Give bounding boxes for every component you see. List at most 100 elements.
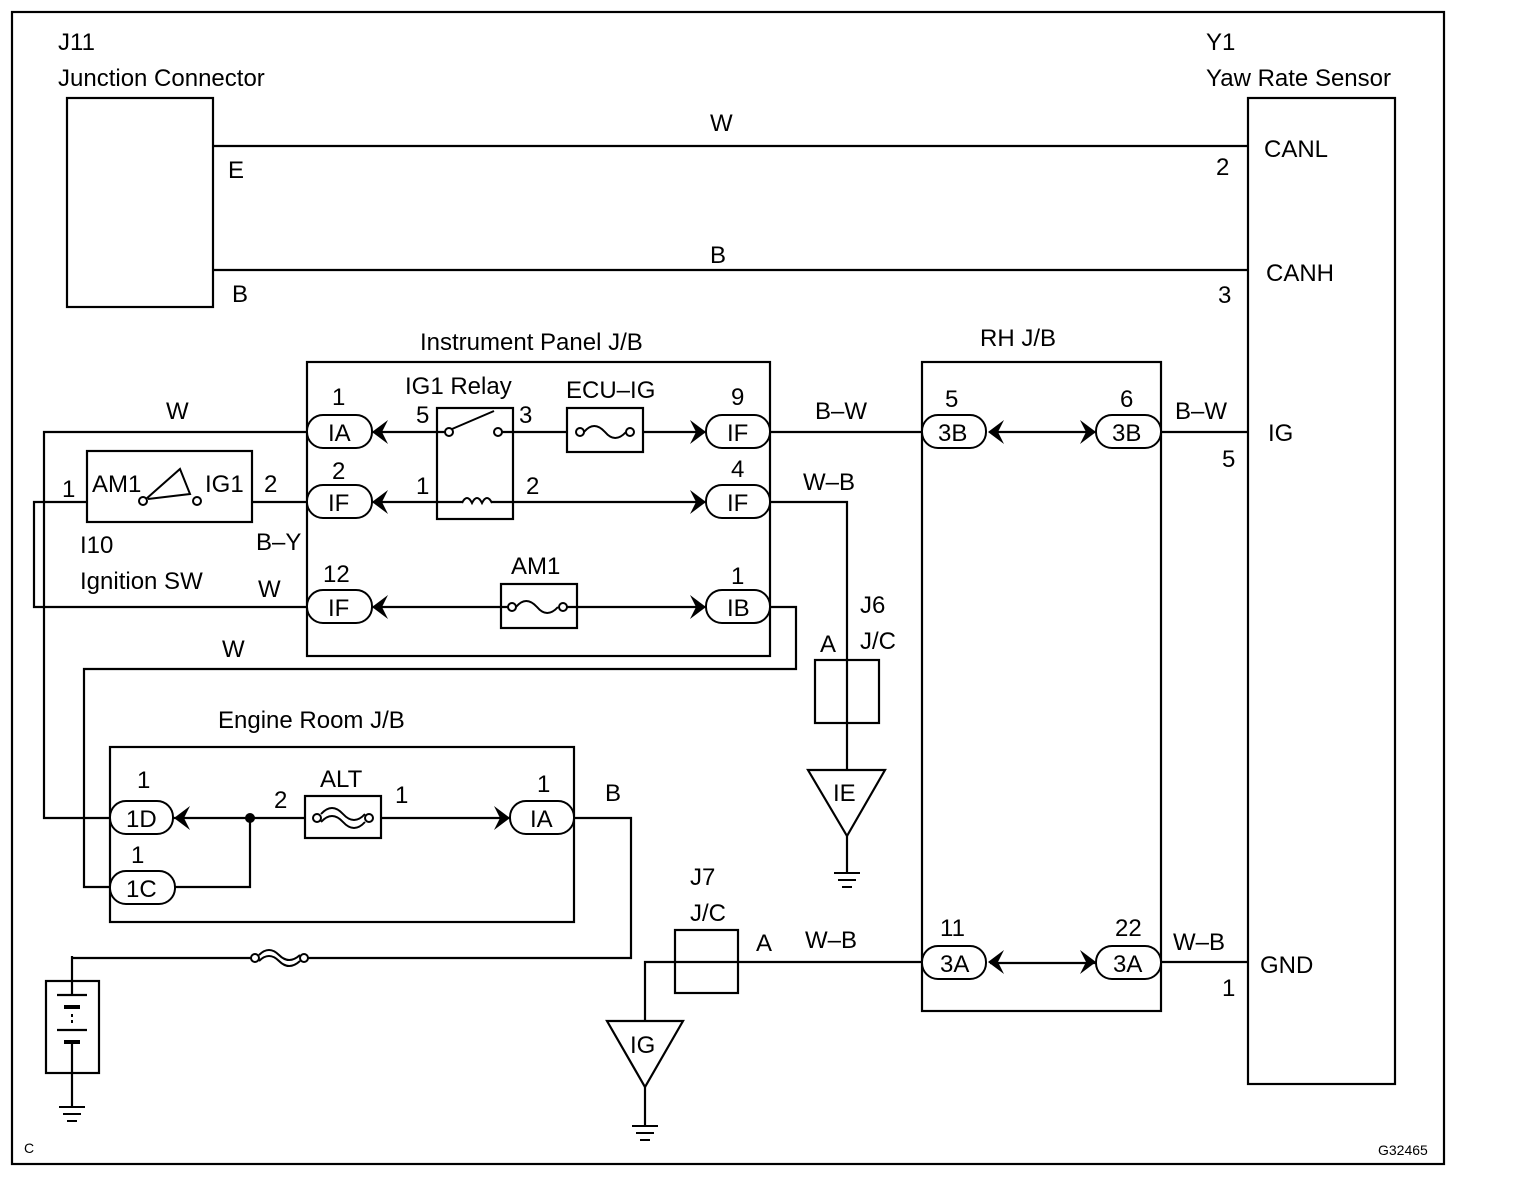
connector-ia-1-engine-room: IA 1	[494, 771, 575, 835]
ecu-ig-fuse-icon	[575, 425, 635, 439]
connector-code: 3A	[940, 951, 969, 978]
connector-code: IF	[727, 420, 748, 447]
ground-ig: IG	[605, 1019, 685, 1141]
relay-switch-contact	[444, 410, 503, 437]
engine-room-jb: Engine Room J/B ALT 2 1	[108, 707, 576, 924]
rh-jb: RH J/B	[920, 325, 1163, 1013]
ignition-pin-2: 2	[264, 471, 277, 498]
alt-fuse-icon	[312, 807, 374, 829]
connector-if-4: IF 4	[690, 456, 771, 519]
j7-id: J7	[690, 864, 715, 891]
ignition-am1-label: AM1	[92, 471, 141, 498]
rh-ig-wire-color: B–W	[1175, 398, 1227, 425]
ignition-id: I10	[80, 532, 113, 559]
canl-wire-color: W	[710, 110, 733, 137]
j6-id: J6	[860, 592, 885, 619]
connector-3b-5: 3B 5	[921, 386, 1004, 449]
ipjb-body	[305, 360, 772, 658]
connector-code: 3B	[1112, 420, 1141, 447]
erjb-title: Engine Room J/B	[218, 707, 405, 734]
connector-pin: 1	[137, 767, 150, 794]
connector-pin: 22	[1115, 915, 1142, 942]
connector-pin: 5	[945, 386, 958, 413]
ig1-relay-label: IG1 Relay	[405, 373, 512, 400]
j11-pin-b: B	[232, 281, 248, 308]
connector-1d-1: 1D 1	[109, 767, 190, 835]
gnd-wire-color: W–B	[1173, 929, 1225, 956]
connector-pin: 11	[940, 915, 965, 942]
ipjb-title: Instrument Panel J/B	[420, 329, 643, 356]
j6-junction: J6 J/C A	[813, 592, 896, 725]
y1-id: Y1	[1206, 29, 1235, 56]
junction-dot	[245, 813, 255, 823]
ignition-switch-contact-icon	[138, 467, 202, 506]
y1-ig-pin: 5	[1222, 446, 1235, 473]
connector-code: 1C	[126, 876, 157, 903]
y1-canl-label: CANL	[1264, 136, 1328, 163]
connector-pin: 2	[332, 458, 345, 485]
connector-group: IA 1 IF 2 IF 12 IF 9 IF 4	[109, 384, 1162, 980]
relay-pin-2: 2	[526, 473, 539, 500]
connector-code: 3A	[1113, 951, 1142, 978]
corner-mark: C	[24, 1140, 34, 1156]
battery	[44, 956, 101, 1122]
ignition-pin-1: 1	[62, 476, 75, 503]
connector-3b-6: 3B 6	[1080, 386, 1162, 449]
j11-body	[65, 96, 215, 309]
fl-main-fusible-link	[250, 949, 309, 967]
j7-name: J/C	[690, 900, 726, 927]
connector-code: IB	[727, 595, 750, 622]
ecu-ig-fuse-box	[565, 406, 645, 454]
rhjb-body	[920, 360, 1163, 1013]
alt-pin-2: 2	[274, 787, 287, 814]
ground-ie-icon	[834, 872, 860, 888]
if4-wire-color: W–B	[803, 469, 855, 496]
connector-pin: 4	[731, 456, 744, 483]
connector-pin: 9	[731, 384, 744, 411]
connector-code: IF	[727, 490, 748, 517]
connector-pin: 1	[731, 563, 744, 590]
j6-name: J/C	[860, 628, 896, 655]
connector-code: IA	[530, 806, 553, 833]
connector-if-9: IF 9	[690, 384, 771, 449]
connector-pin: 1	[131, 842, 144, 869]
y1-ig-label: IG	[1268, 420, 1293, 447]
ignition-switch-box	[85, 449, 254, 524]
if2-wire-color: B–Y	[256, 529, 301, 556]
battery-icon	[57, 956, 87, 1122]
connector-pin: 1	[332, 384, 345, 411]
j7-junction: J7 J/C A	[673, 864, 772, 995]
ib-wire-color: W	[222, 636, 245, 663]
connector-3a-22: 3A 22	[1080, 915, 1162, 980]
j11-name: Junction Connector	[58, 65, 265, 92]
connector-pin: 1	[537, 771, 550, 798]
am1-fuse-icon	[507, 600, 568, 614]
y1-yaw-rate-sensor: Y1 Yaw Rate Sensor CANL 2 CANH 3 IG 5 GN…	[1206, 29, 1397, 1086]
figure-code: G32465	[1378, 1142, 1428, 1158]
connector-pin: 6	[1120, 386, 1133, 413]
alt-pin-1: 1	[395, 782, 408, 809]
connector-pin: 12	[323, 561, 350, 588]
ignition-ig1-label: IG1	[205, 471, 244, 498]
connector-if-2: IF 2	[306, 458, 388, 519]
j11-junction-connector: J11 Junction Connector E B	[58, 29, 265, 309]
y1-canl-pin: 2	[1216, 154, 1229, 181]
erjb-body	[108, 745, 576, 924]
y1-body	[1246, 96, 1397, 1086]
diagram-frame	[10, 10, 1446, 1166]
relay-pin-1: 1	[416, 473, 429, 500]
alt-wire-color: B	[605, 780, 621, 807]
relay-pin-5: 5	[416, 402, 429, 429]
relay-coil-icon	[461, 497, 493, 506]
wires: W B–W B–W W–B B–Y W W	[32, 398, 1248, 1021]
ig1-relay-box	[435, 406, 515, 521]
connector-code: 3B	[938, 420, 967, 447]
j11-id: J11	[58, 29, 95, 56]
relay-pin-3: 3	[519, 402, 532, 429]
connector-code: IA	[328, 420, 351, 447]
y1-canh-label: CANH	[1266, 260, 1334, 287]
connector-code: IF	[328, 595, 349, 622]
ecu-ig-fuse-label: ECU–IG	[566, 377, 655, 404]
connector-if-12: IF 12	[306, 561, 388, 624]
ground-ie: IE	[806, 768, 887, 888]
